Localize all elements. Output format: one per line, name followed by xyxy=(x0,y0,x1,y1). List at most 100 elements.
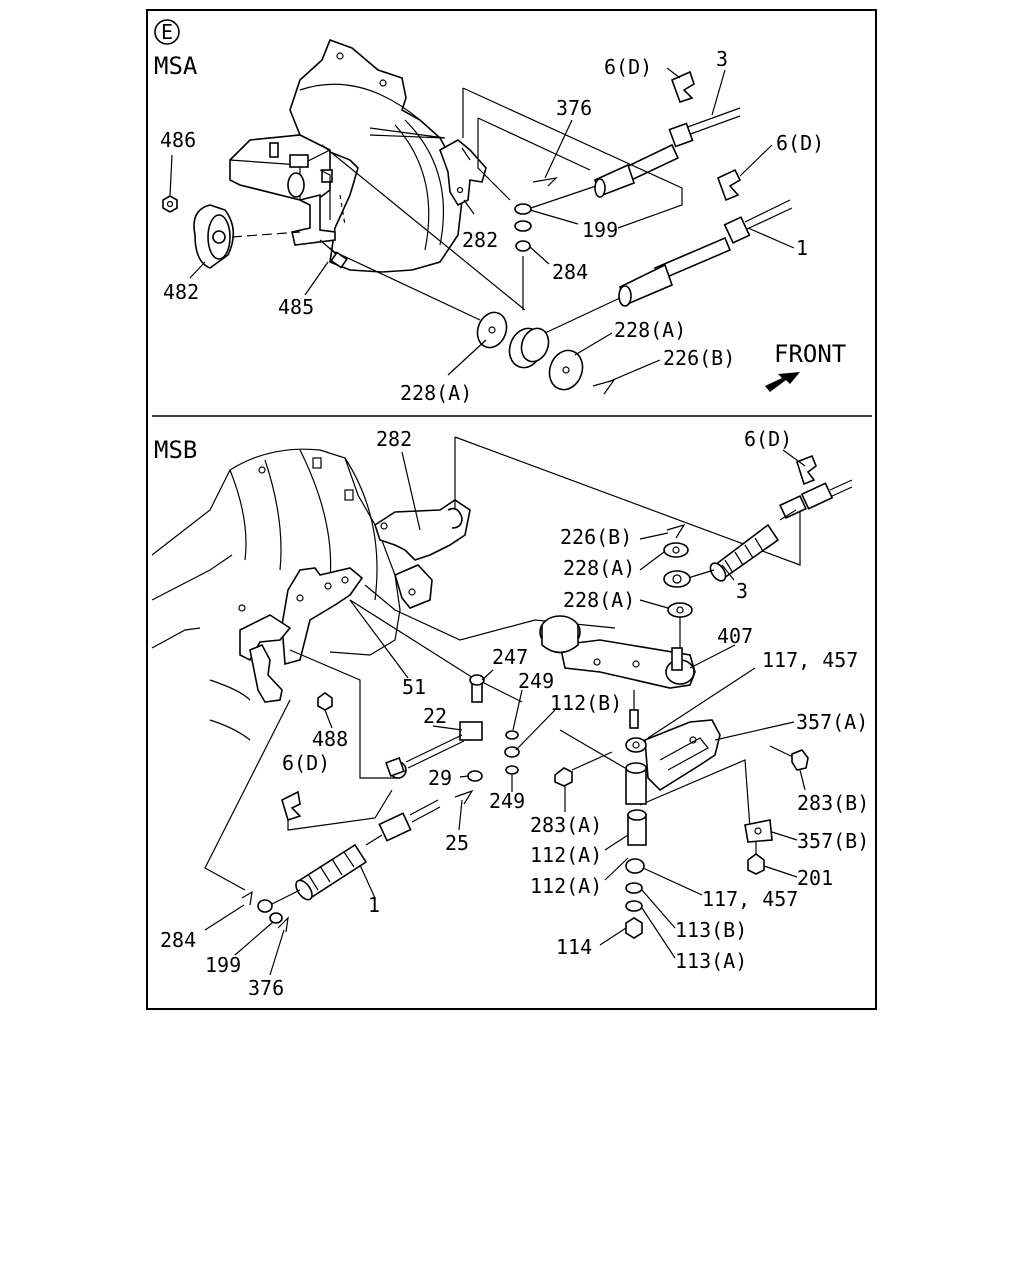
washer-228a-msb-1 xyxy=(663,542,689,558)
label-117-457-top: 117, 457 xyxy=(762,648,858,672)
washer-29 xyxy=(467,770,483,782)
washer-249-bot xyxy=(505,765,519,775)
label-112a-2: 112(A) xyxy=(530,874,602,898)
label-199-msb: 199 xyxy=(205,953,241,977)
label-1-msb: 1 xyxy=(368,893,380,917)
washer-199-msa xyxy=(514,203,532,215)
front-arrow-icon xyxy=(765,372,800,392)
label-199-msa: 199 xyxy=(582,218,618,242)
msb-drawing xyxy=(151,436,853,939)
front-label: FRONT xyxy=(774,340,846,368)
link-22 xyxy=(385,721,483,779)
washer-117-457-bot xyxy=(625,858,645,874)
label-283b: 283(B) xyxy=(797,791,869,815)
label-357a: 357(A) xyxy=(796,710,868,734)
washer-228a-msb-2 xyxy=(663,570,691,588)
label-485: 485 xyxy=(278,295,314,319)
label-357b: 357(B) xyxy=(797,829,869,853)
label-113a: 113(A) xyxy=(675,949,747,973)
label-376-msa: 376 xyxy=(556,96,592,120)
washer-249-top xyxy=(505,730,519,740)
nut-114 xyxy=(625,917,643,939)
bracket-357b xyxy=(744,819,773,843)
label-113b: 113(B) xyxy=(675,918,747,942)
pin-376-msa xyxy=(532,177,558,187)
cable-3-msa xyxy=(524,107,741,211)
label-114: 114 xyxy=(556,935,592,959)
bushing-112b xyxy=(625,737,647,753)
msa-bracket xyxy=(291,193,336,246)
damper-482 xyxy=(193,204,235,269)
label-282-msb: 282 xyxy=(376,427,412,451)
washer-284-msa xyxy=(515,240,531,252)
cable-1-msa xyxy=(544,199,793,334)
label-228a-msb-2: 228(A) xyxy=(563,588,635,612)
label-488: 488 xyxy=(312,727,348,751)
label-284-msb: 284 xyxy=(160,928,196,952)
label-6d-msb-left: 6(D) xyxy=(282,751,330,775)
label-249-top: 249 xyxy=(518,669,554,693)
msb-transmission-housing xyxy=(151,448,401,741)
msb-bracket-282 xyxy=(374,499,471,609)
label-482: 482 xyxy=(163,280,199,304)
clip-bracket-282 xyxy=(439,139,487,207)
washer-228a-msb-3 xyxy=(667,602,693,618)
msa-drawing xyxy=(162,38,800,395)
label-6d-msb-top: 6(D) xyxy=(744,427,792,451)
label-249-bot: 249 xyxy=(489,789,525,813)
cable-3-msb xyxy=(687,479,853,582)
pin-284-msb xyxy=(241,890,253,906)
pin-376-msb xyxy=(277,916,289,933)
label-201: 201 xyxy=(797,866,833,890)
panel-title-msb: MSB xyxy=(154,436,197,464)
msb-lever-bracket xyxy=(249,643,283,703)
shaft-112a xyxy=(625,762,647,846)
label-25: 25 xyxy=(445,831,469,855)
pin-25 xyxy=(454,789,474,805)
washer-113b xyxy=(625,882,643,894)
nut-488 xyxy=(317,692,333,711)
clip-6d-msb-left xyxy=(281,790,302,822)
label-226b-msb: 226(B) xyxy=(560,525,632,549)
clip-6d-msa-mid xyxy=(716,168,742,202)
label-29: 29 xyxy=(428,766,452,790)
label-228a-msa-bottom: 228(A) xyxy=(400,381,472,405)
label-1-msa: 1 xyxy=(796,236,808,260)
label-51: 51 xyxy=(402,675,426,699)
label-112a-1: 112(A) xyxy=(530,843,602,867)
msa-mount-block xyxy=(229,134,333,206)
label-282-msa: 282 xyxy=(462,228,498,252)
pin-247 xyxy=(469,674,485,703)
panel-title-msa: MSA xyxy=(154,52,198,80)
washer-113a xyxy=(625,900,643,912)
bracket-357a xyxy=(644,719,721,792)
cotter-226b-msa xyxy=(592,378,616,395)
label-376-msb: 376 xyxy=(248,976,284,1000)
cable-1-msb xyxy=(257,799,441,913)
label-247: 247 xyxy=(492,645,528,669)
msa-leaders xyxy=(169,67,795,383)
label-486: 486 xyxy=(160,128,196,152)
clip-6d-msb-top xyxy=(796,454,817,486)
nut-486 xyxy=(162,195,178,213)
label-3-msa: 3 xyxy=(716,47,728,71)
label-284-msa: 284 xyxy=(552,260,588,284)
label-226b-msa: 226(B) xyxy=(663,346,735,370)
grommets-228a-msa xyxy=(476,311,584,391)
bolt-283b xyxy=(769,745,809,771)
cotter-226b-msb xyxy=(666,523,686,539)
label-117-457-bot: 117, 457 xyxy=(702,887,798,911)
bolt-201 xyxy=(747,842,765,875)
washer-199-msb xyxy=(269,912,283,924)
svg-text:E: E xyxy=(161,20,173,44)
label-407: 407 xyxy=(717,624,753,648)
label-3-msb: 3 xyxy=(736,579,748,603)
section-marker: E xyxy=(154,19,180,45)
label-228a-msa-right: 228(A) xyxy=(614,318,686,342)
bolt-283a xyxy=(554,751,613,787)
msb-leaders xyxy=(204,449,806,976)
label-112b: 112(B) xyxy=(550,691,622,715)
shift-lever-407 xyxy=(539,615,696,729)
clip-6d-msa-top xyxy=(670,70,695,104)
